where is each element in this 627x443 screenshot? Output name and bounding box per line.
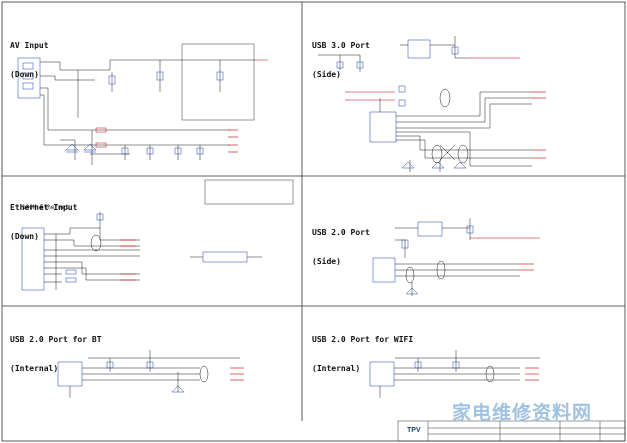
- ethernet-100m-label: 100M Ethernet: [22, 204, 69, 211]
- usb2-wifi-subtitle: (Internal): [312, 363, 361, 373]
- av-net-labels: [228, 129, 238, 153]
- usb2-side-component-symbols: [401, 225, 474, 295]
- av-component-symbols: [65, 71, 224, 155]
- usb2-bt-title: USB 2.0 Port for BT (Internal): [10, 316, 102, 392]
- usb2-bt-component-symbols: [106, 361, 209, 393]
- usb3-title: USB 3.0 Port (Side): [312, 22, 370, 98]
- usb2-side-title: USB 2.0 Port (Side): [312, 209, 370, 285]
- av-input-circuit: [17, 43, 268, 165]
- usb2-side-heading: USB 2.0 Port: [312, 228, 370, 237]
- title-block: [397, 420, 626, 442]
- usb2-side-circuit: [372, 218, 540, 296]
- usb2-wifi-net-labels: [525, 367, 539, 381]
- av-input-heading: AV Input: [10, 41, 49, 50]
- usb2-bt-subtitle: (Internal): [10, 363, 59, 373]
- usb2-bt-heading: USB 2.0 Port for BT: [10, 335, 102, 344]
- ethernet-circuit: [21, 179, 294, 291]
- ethernet-title: Ethernet Input (Down): [10, 184, 77, 260]
- usb2-wifi-heading: USB 2.0 Port for WIFI: [312, 335, 414, 344]
- usb2-wifi-title: USB 2.0 Port for WIFI (Internal): [312, 316, 413, 392]
- av-input-title: AV Input (Down): [10, 22, 49, 98]
- usb2-bt-net-labels: [230, 367, 244, 381]
- usb3-choke-ellipses: [431, 88, 469, 164]
- usb2-wifi-component-symbols: [414, 361, 495, 383]
- ethernet-component-symbols: [65, 213, 104, 283]
- tpv-logo: TPV: [407, 427, 421, 434]
- usb2-side-subtitle: (Side): [312, 256, 341, 266]
- av-input-subtitle: (Down): [10, 69, 39, 79]
- usb2-bt-circuit: [57, 350, 240, 398]
- usb3-subtitle: (Side): [312, 69, 341, 79]
- usb3-net-labels: [532, 91, 546, 159]
- usb3-circuit: [318, 36, 532, 172]
- usb3-heading: USB 3.0 Port: [312, 41, 370, 50]
- ethernet-net-labels: [120, 239, 136, 281]
- usb3-component-symbols: [336, 46, 467, 169]
- ethernet-subtitle: (Down): [10, 231, 39, 241]
- watermark: 家电维修资料网: [452, 402, 593, 424]
- usb2-side-net-labels: [520, 263, 534, 271]
- ethernet-heading: Ethernet Input: [10, 203, 78, 212]
